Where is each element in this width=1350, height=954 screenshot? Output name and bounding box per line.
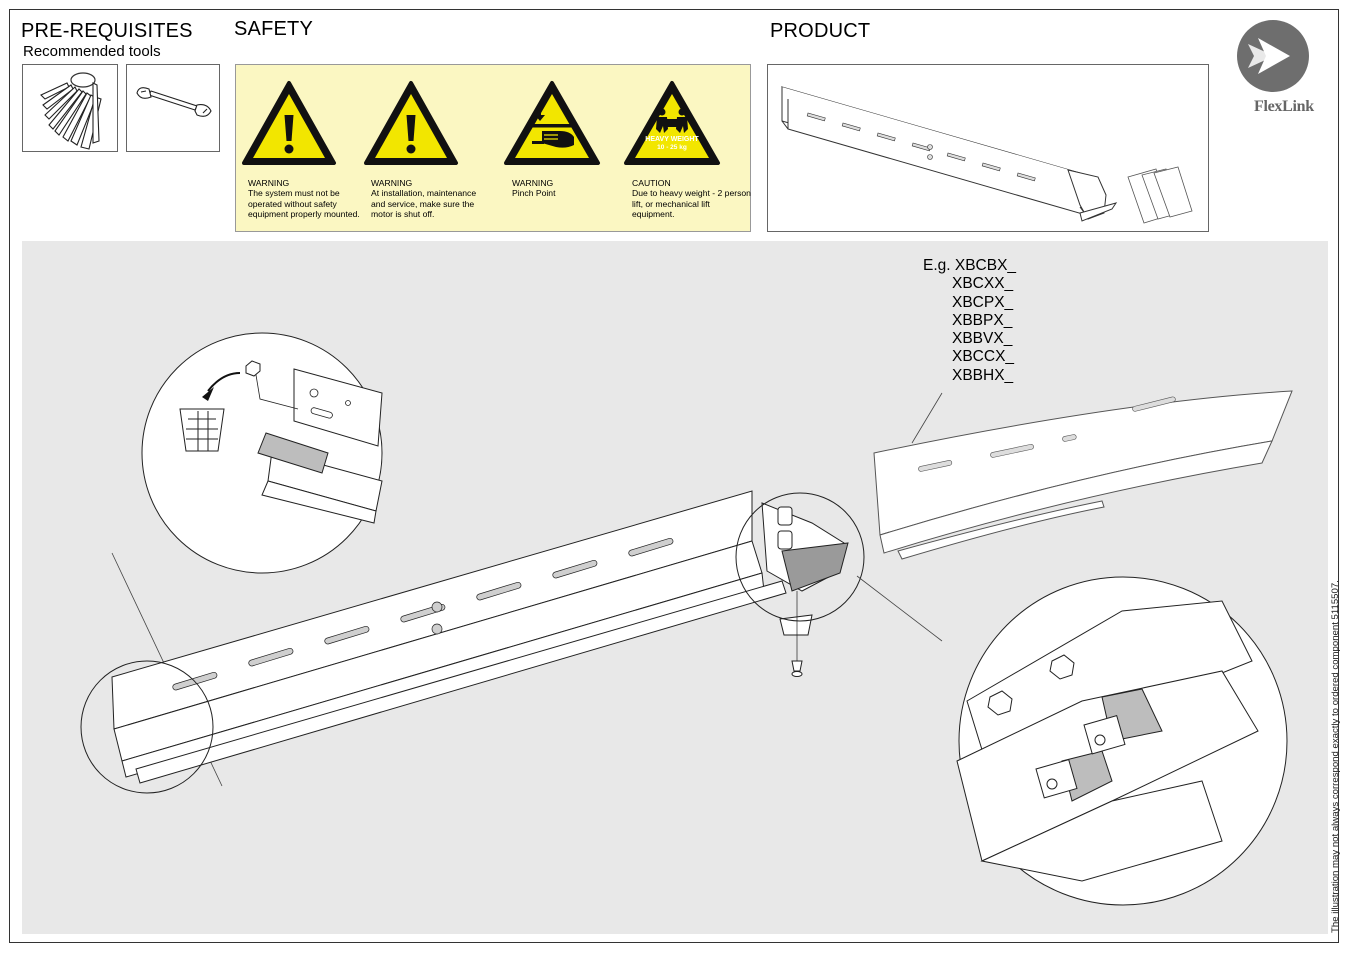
product-code: XBCXX_ bbox=[952, 275, 1014, 293]
product-heading: PRODUCT bbox=[770, 20, 871, 42]
safety-panel: WARNING The system must not be operated … bbox=[235, 64, 751, 232]
safety-title-2: WARNING bbox=[371, 178, 413, 188]
safety-title-3: WARNING bbox=[512, 178, 554, 188]
safety-title-1: WARNING bbox=[248, 178, 290, 188]
safety-title-4: CAUTION bbox=[632, 178, 671, 188]
heavy-weight-label: HEAVY WEIGHT bbox=[645, 136, 699, 143]
product-code: XBBPX_ bbox=[952, 311, 1013, 329]
safety-text-2: WARNING At installation, maintenance and… bbox=[371, 178, 491, 220]
assembly-drawing bbox=[80, 332, 1293, 906]
product-rail-illustration bbox=[781, 86, 1193, 224]
product-panel bbox=[767, 64, 1209, 232]
open-end-wrench-icon bbox=[136, 87, 212, 117]
safety-body-1: The system must not be operated without … bbox=[248, 188, 360, 220]
general-warning-icon bbox=[364, 81, 458, 165]
assembly-illustration-area bbox=[22, 241, 1328, 934]
safety-text-4: CAUTION Due to heavy weight - 2 person l… bbox=[632, 178, 752, 220]
safety-text-1: WARNING The system must not be operated … bbox=[248, 178, 368, 220]
recommended-tools-label: Recommended tools bbox=[23, 43, 161, 60]
product-codes-list: E.g. XBCBX_ XBCXX_ XBCPX_ XBBPX_ XBBVX_ … bbox=[923, 257, 1016, 385]
flexlink-logo-icon bbox=[1237, 20, 1309, 92]
safety-body-2: At installation, maintenance and service… bbox=[371, 188, 477, 220]
product-code: XBCPX_ bbox=[952, 293, 1014, 311]
page-frame bbox=[9, 9, 1339, 943]
illustration-disclaimer: The illustration may not always correspo… bbox=[1330, 580, 1341, 933]
hex-key-set-icon bbox=[40, 72, 102, 150]
safety-body-4: Due to heavy weight - 2 person lift, or … bbox=[632, 188, 751, 220]
general-warning-icon bbox=[242, 81, 336, 165]
safety-heading: SAFETY bbox=[234, 18, 313, 40]
safety-text-3: WARNING Pinch Point bbox=[512, 178, 632, 199]
product-code-prefix: E.g. XBCBX_ bbox=[923, 257, 1017, 274]
heavy-weight-icon: HEAVY WEIGHT 10 - 25 kg bbox=[624, 81, 720, 165]
prerequisites-heading: PRE-REQUISITES bbox=[21, 20, 193, 42]
product-code: XBBVX_ bbox=[952, 330, 1013, 348]
heavy-weight-range: 10 - 25 kg bbox=[657, 144, 687, 151]
pinch-point-icon bbox=[504, 81, 600, 165]
safety-body-3: Pinch Point bbox=[512, 188, 556, 199]
tool-box-hex-keys bbox=[22, 64, 118, 152]
product-code: XBBHX_ bbox=[952, 366, 1014, 384]
tool-box-wrench bbox=[126, 64, 220, 152]
product-code: XBCCX_ bbox=[952, 348, 1015, 366]
flexlink-wordmark: FlexLink bbox=[1254, 98, 1314, 115]
